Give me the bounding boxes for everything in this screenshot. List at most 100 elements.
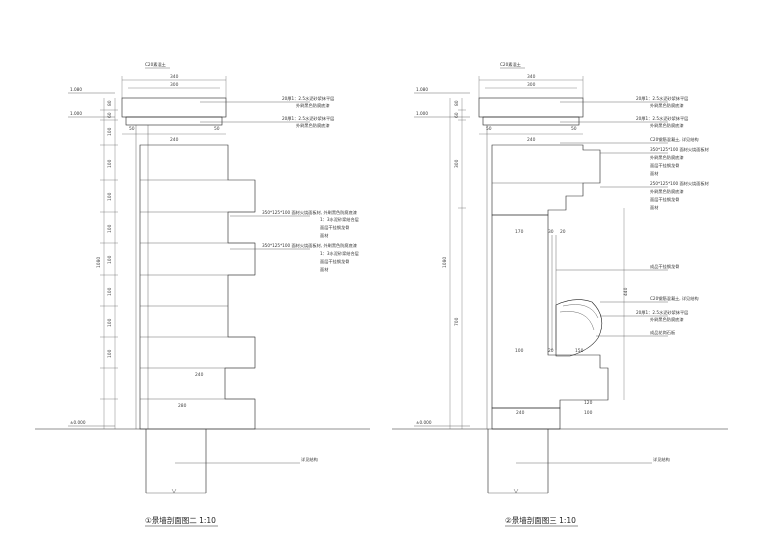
note: 面材 [650, 170, 658, 177]
note: 面材 [320, 232, 328, 239]
upper-stone-block [491, 144, 601, 216]
note: C20钢筋混凝土, 详见结构 [650, 136, 699, 143]
dim-label: 100 [107, 224, 113, 233]
cap-layer [125, 116, 223, 126]
note: 面层干挂钢龙骨 [320, 258, 349, 265]
dim-total: 1080 [442, 257, 448, 268]
drawing-title-right: ②景墙剖面图三 1:10 [505, 515, 576, 525]
foundation-note: 详见结构 [301, 456, 318, 463]
elevation-ground: ±0.000 [416, 420, 432, 425]
note: 面层干挂钢龙骨 [320, 224, 349, 231]
note: 面层干挂钢龙骨 [650, 162, 679, 169]
note: 外刷黑色防腐底漆 [296, 102, 330, 109]
dim-label: 50 [486, 126, 492, 132]
note: 外刷黑色防腐底漆 [650, 188, 684, 195]
dim-label: 170 [515, 229, 524, 235]
drawing-title-left: ①景墙剖面图二 1:10 [145, 515, 216, 525]
dim-label: 240 [516, 410, 525, 416]
dim-label: 240 [170, 137, 179, 143]
foundation-note: 详见结构 [653, 456, 670, 463]
dim-label: 100 [107, 192, 113, 201]
dim-width-total: 340 [170, 74, 179, 80]
dim-label: 280 [178, 403, 187, 409]
note: 250*125*100 面材火烧面板材 [650, 180, 709, 187]
dim-label: 120 [584, 400, 593, 406]
note: 350*125*100 面材火烧面板材, 外刷黑色防腐底漆 [262, 209, 357, 216]
dim-label: 100 [515, 348, 524, 354]
elevation-mid: 1.000 [70, 111, 82, 116]
dim-label: 50 [129, 126, 135, 132]
dim-label: 150 [575, 348, 584, 354]
dim-label: 80 [454, 100, 460, 106]
section-drawing-left: 1.080 1.000 ±0.000 80 60 100 100 100 100 [35, 61, 370, 527]
dim-label: 60 [454, 112, 460, 118]
elevation-markers: 1.080 1.000 ±0.000 [68, 87, 115, 427]
annotations: 20厚1：2.5水泥砂浆抹平层 外刷黑色防腐底漆 20厚1：2.5水泥砂浆抹平层… [200, 95, 359, 273]
dim-width-inner: 300 [527, 82, 536, 88]
dim-width-inner: 300 [170, 82, 179, 88]
dim-label: 100 [107, 349, 113, 358]
top-dimensions: 340 300 C20素混土 [478, 61, 584, 98]
note: 20厚1：2.5水泥砂浆抹平层 [282, 95, 334, 102]
note: 20厚1：2.5水泥砂浆抹平层 [636, 95, 688, 102]
annotations: 20厚1：2.5水泥砂浆抹平层 外刷黑色防腐底漆 20厚1：2.5水泥砂浆抹平层… [556, 95, 709, 337]
note: 1：3水泥砂浆结合层 [320, 216, 359, 223]
dim-label: 700 [454, 317, 460, 326]
cap-layer [482, 116, 580, 126]
dim-label: 100 [584, 410, 593, 416]
top-dimensions: 340 300 C20素混土 [121, 61, 227, 98]
dim-label: 30 [548, 229, 554, 235]
coping-cap [121, 97, 227, 118]
dim-label: 60 [107, 112, 113, 118]
left-dimension-chain: 80 60 100 100 100 100 100 100 100 100 10… [96, 98, 118, 429]
note: 外刷黑色防腐底漆 [650, 102, 684, 109]
left-dimension-chain: 80 60 300 1080 700 440 [442, 98, 629, 429]
wall-body-hatched [139, 144, 256, 430]
dim-label: 100 [107, 287, 113, 296]
note: 350*125*100 面材火烧面板材 [650, 146, 709, 153]
dim-width-total: 340 [527, 74, 536, 80]
dim-label: 50 [214, 126, 220, 132]
note: 外刷黑色防腐底漆 [296, 122, 330, 129]
stone-joints [140, 179, 255, 400]
elevation-ground: ±0.000 [70, 420, 86, 425]
note: 成品花岗石板 [650, 329, 676, 336]
note: 350*125*100 面材火烧面板材, 外刷黑色防腐底漆 [262, 242, 357, 249]
dim-label: 100 [107, 255, 113, 264]
dim-label: 300 [454, 159, 460, 168]
section-drawing-right: 1.080 1.000 ±0.000 80 60 300 1080 700 44… [392, 61, 728, 527]
elevation-mid: 1.000 [416, 111, 428, 116]
note: 1：3水泥砂浆结合层 [320, 250, 359, 257]
note: 面层干挂钢龙骨 [650, 196, 679, 203]
dim-label: 20 [548, 348, 554, 354]
concrete-core [491, 214, 609, 409]
top-material-label: C20素混土 [500, 61, 521, 68]
note: 20厚1：2.5水泥砂浆抹平层 [636, 115, 688, 122]
dim-label: 80 [107, 100, 113, 106]
dim-label: 440 [623, 287, 629, 296]
curved-stone-panel [555, 299, 603, 357]
dim-label: 240 [195, 372, 204, 378]
note: 面材 [320, 266, 328, 273]
dim-label: 20 [560, 229, 566, 235]
dim-label: 100 [107, 318, 113, 327]
note: 面材 [650, 204, 658, 211]
coping-cap [478, 97, 584, 118]
foundation: 详见结构 [145, 429, 318, 494]
dim-label: 100 [107, 159, 113, 168]
elevation-top: 1.080 [416, 87, 428, 92]
dim-label: 240 [527, 137, 536, 143]
note: 外刷黑色防腐底漆 [650, 316, 684, 323]
note: 外刷黑色防腐底漆 [650, 154, 684, 161]
elevation-markers: 1.080 1.000 ±0.000 [414, 87, 470, 427]
dim-label: 50 [571, 126, 577, 132]
note: 成品干挂钢龙骨 [650, 263, 679, 270]
dim-label: 100 [107, 127, 113, 136]
note: 20厚1：2.5水泥砂浆抹平层 [282, 115, 334, 122]
elevation-top: 1.080 [70, 87, 82, 92]
dim-total: 1080 [96, 257, 102, 268]
top-material-label: C20素混土 [145, 61, 166, 68]
note: 外刷黑色防腐底漆 [650, 122, 684, 129]
foundation: 详见结构 [487, 429, 670, 494]
